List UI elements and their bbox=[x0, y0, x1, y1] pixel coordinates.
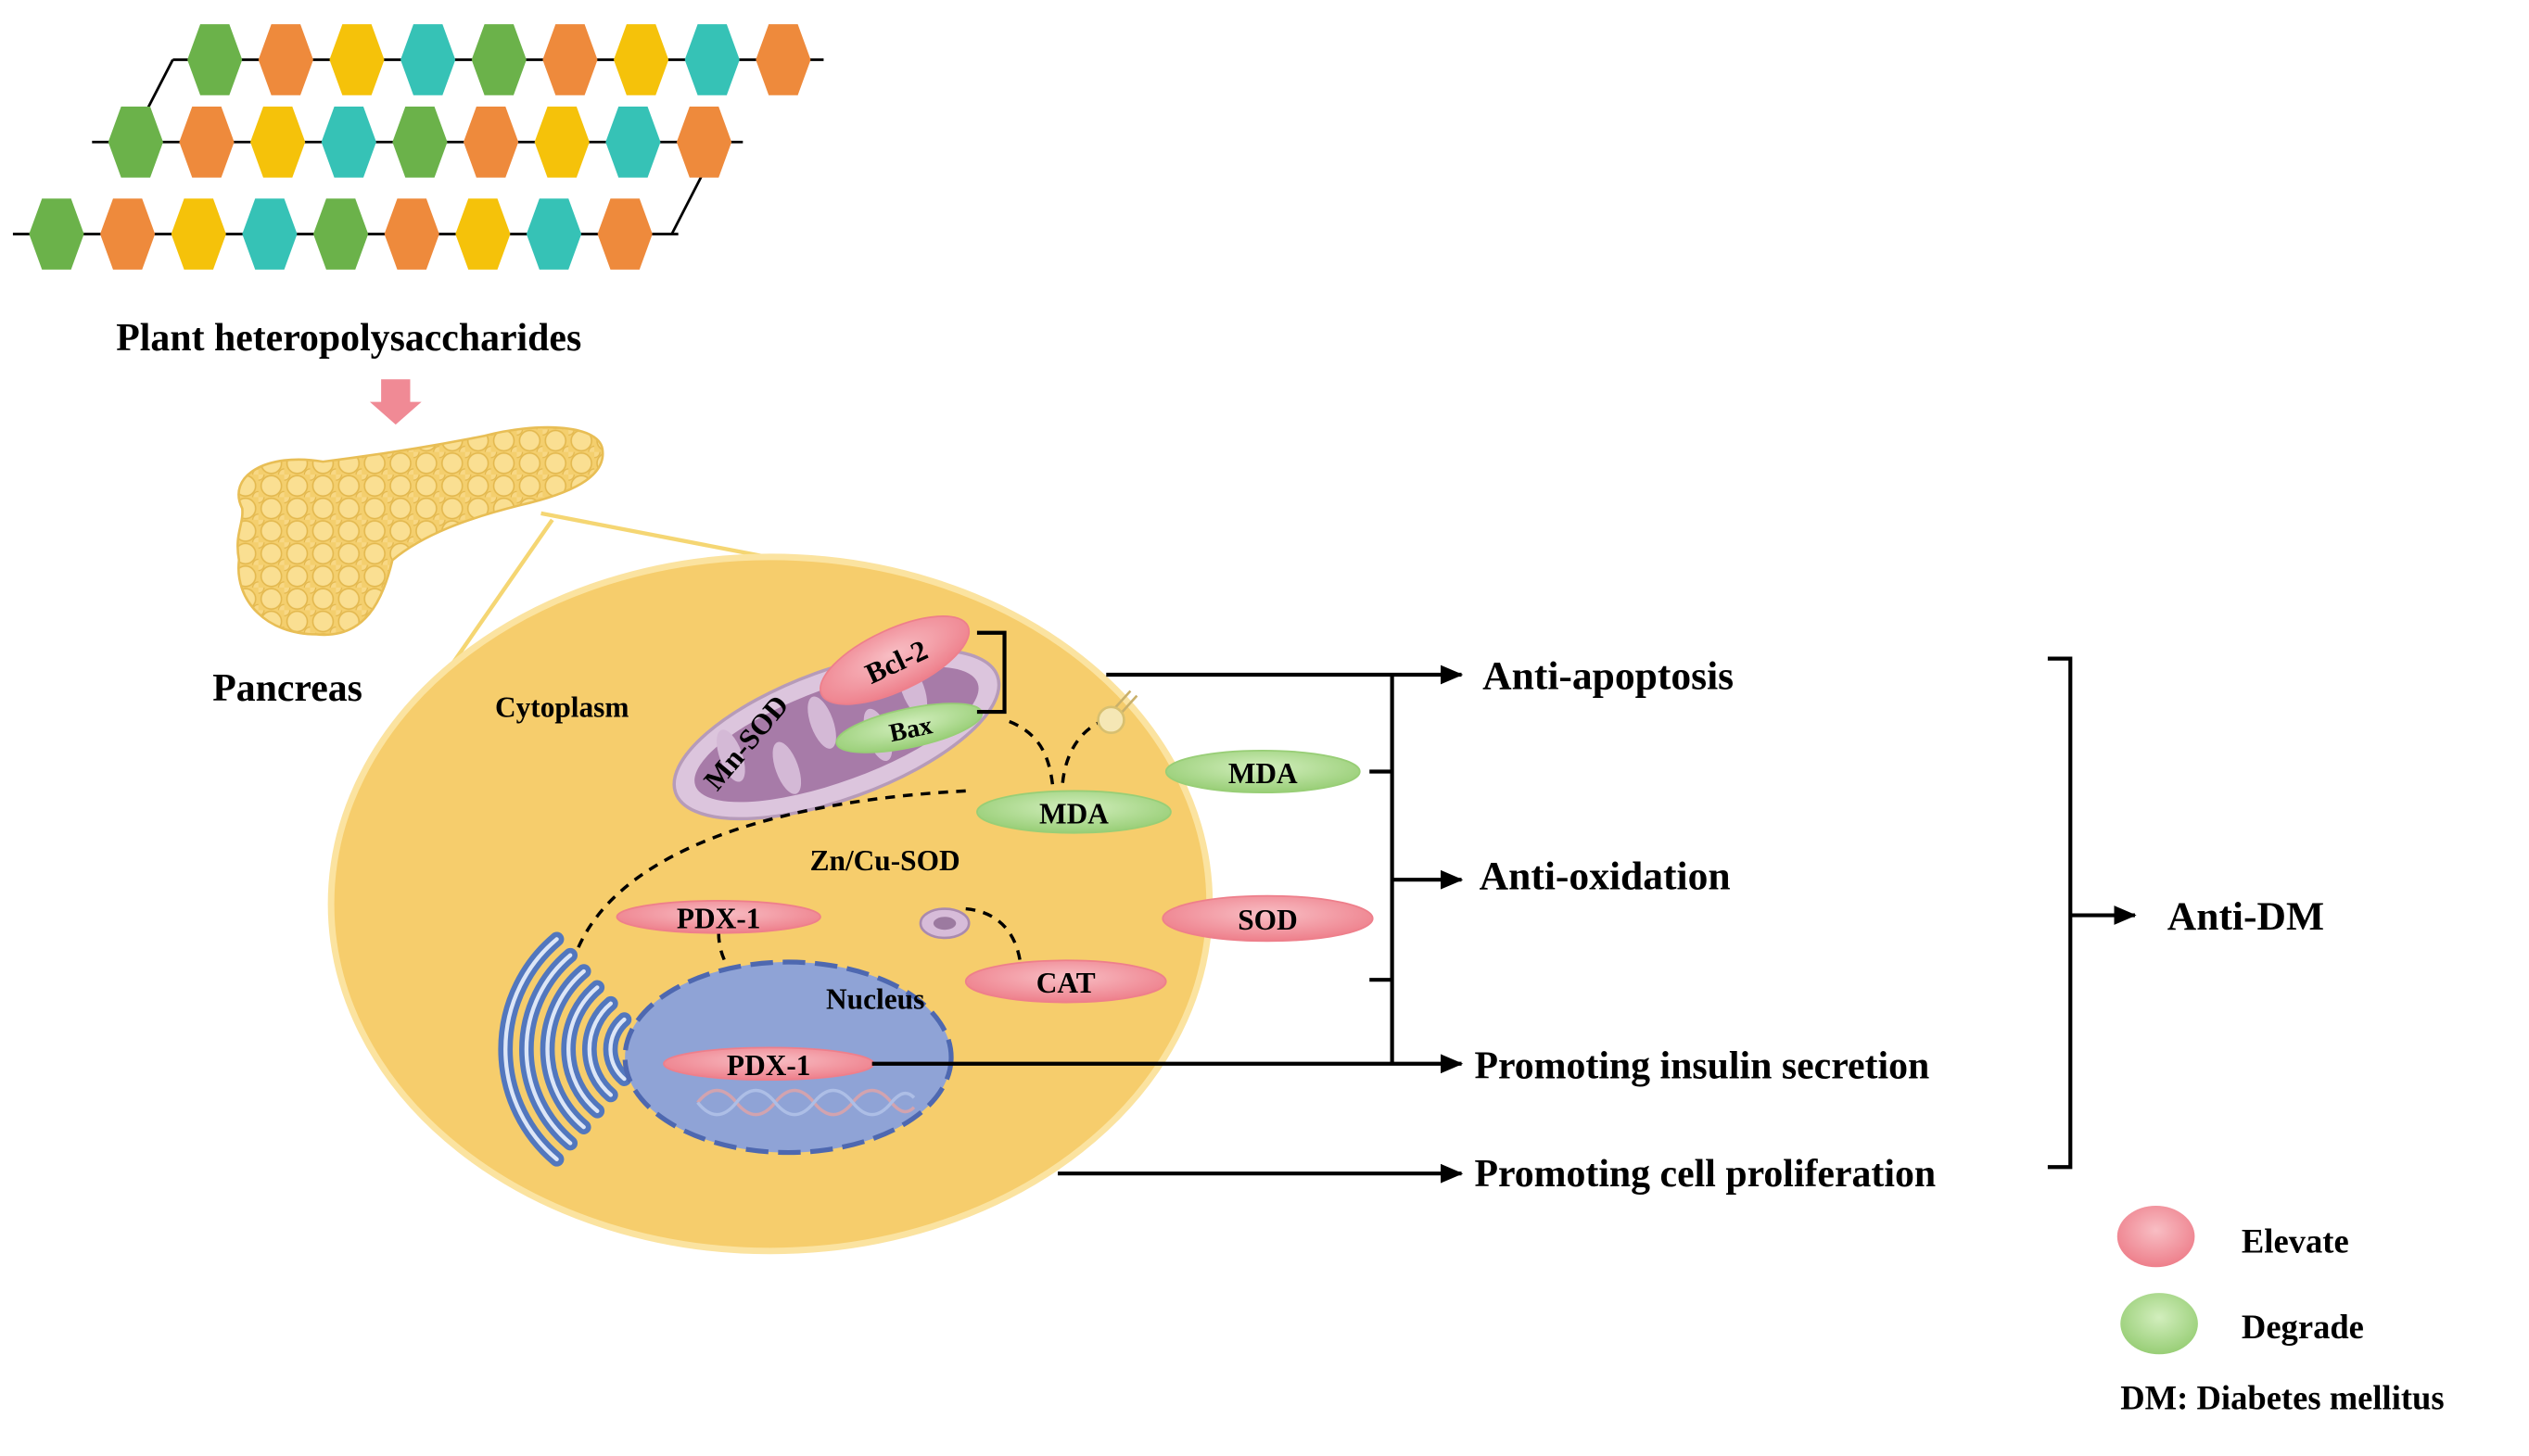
zn-cu-sod-label: Zn/Cu-SOD bbox=[810, 844, 960, 877]
hexagon-green bbox=[29, 198, 84, 270]
hexagon-yellow bbox=[534, 106, 590, 178]
hexagon-teal bbox=[526, 198, 582, 270]
mda-outer-marker bbox=[1164, 750, 1361, 794]
sod-marker bbox=[1162, 894, 1374, 943]
hexagon-yellow bbox=[250, 106, 306, 178]
pancreas-icon bbox=[236, 425, 604, 637]
legend-abbreviation: DM: Diabetes mellitus bbox=[2120, 1378, 2444, 1416]
cytoplasm-label: Cytoplasm bbox=[495, 690, 629, 723]
hexagon-orange bbox=[179, 106, 235, 178]
hexagon-orange bbox=[756, 24, 811, 95]
pdx-1-nucleus-label: PDX-1 bbox=[727, 1049, 811, 1082]
zoom-line-top bbox=[540, 511, 776, 561]
crista bbox=[807, 696, 836, 749]
hexagon-teal bbox=[684, 24, 740, 95]
mitochondrion bbox=[672, 648, 1001, 821]
crista bbox=[772, 741, 802, 794]
title: Plant heteropolysaccharides bbox=[116, 317, 581, 360]
legend-elevate-label: Elevate bbox=[2242, 1222, 2349, 1260]
er-lumen bbox=[524, 953, 573, 1146]
down-arrow-icon bbox=[369, 379, 422, 425]
legend-degrade-label: Degrade bbox=[2242, 1308, 2364, 1346]
crista bbox=[717, 729, 745, 782]
dna-strand bbox=[696, 1088, 916, 1117]
chain-link-1 bbox=[144, 58, 174, 114]
hexagon-green bbox=[187, 24, 243, 95]
er-lumen bbox=[503, 937, 559, 1162]
er-lumen bbox=[587, 1001, 614, 1097]
membrane-vesicle bbox=[1097, 690, 1138, 735]
hexagon-yellow bbox=[171, 198, 226, 270]
hexagon-yellow bbox=[613, 24, 669, 95]
vesicle-inner bbox=[933, 917, 957, 931]
legend-degrade-swatch bbox=[2120, 1293, 2198, 1355]
hexagon-yellow bbox=[455, 198, 511, 270]
mito-bracket bbox=[976, 630, 1007, 715]
dashed-link-mda-er bbox=[571, 789, 966, 961]
hexagon-orange bbox=[100, 198, 156, 270]
er-lumen bbox=[566, 985, 600, 1113]
dna-helix-icon bbox=[696, 1088, 916, 1117]
anti-dm-label: Anti-DM bbox=[2167, 894, 2324, 939]
endoplasmic-reticulum bbox=[498, 931, 632, 1167]
dashed-link-vesicle-cat bbox=[965, 906, 1023, 966]
mda-outer-label: MDA bbox=[1228, 757, 1298, 790]
dashed-link-mda-vesicle bbox=[1061, 719, 1102, 783]
hexagon-orange bbox=[384, 198, 439, 270]
er-lumen bbox=[608, 1017, 627, 1082]
outcome-bracket bbox=[2047, 656, 2073, 1170]
cat-label: CAT bbox=[1036, 967, 1096, 999]
hexagon-yellow bbox=[329, 24, 385, 95]
vesicle-pin bbox=[1119, 694, 1138, 715]
pdx-1-cytoplasm-marker bbox=[616, 899, 821, 934]
anti-oxidation-label: Anti-oxidation bbox=[1480, 855, 1731, 899]
hexagon-orange bbox=[542, 24, 598, 95]
hexagon-orange bbox=[463, 106, 519, 178]
insulin-secretion-label: Promoting insulin secretion bbox=[1474, 1045, 1929, 1087]
nucleus-label: Nucleus bbox=[826, 983, 924, 1016]
hexagon-orange bbox=[597, 198, 653, 270]
mda-inner-label: MDA bbox=[1039, 797, 1109, 829]
hexagon-green bbox=[471, 24, 527, 95]
legend-elevate-swatch bbox=[2116, 1206, 2195, 1268]
vesicle-pin bbox=[1113, 690, 1132, 710]
er-lumen bbox=[545, 969, 586, 1130]
vesicle-body bbox=[1097, 705, 1125, 735]
cat-marker bbox=[964, 959, 1167, 1004]
hexagon-teal bbox=[605, 106, 661, 178]
cytoplasm-vesicle bbox=[919, 907, 971, 940]
dashed-link-bracket-mda bbox=[1009, 719, 1055, 789]
hexagon-teal bbox=[400, 24, 456, 95]
hexagon-orange bbox=[258, 24, 313, 95]
polysaccharide-chains bbox=[12, 24, 824, 270]
pancreas-label: Pancreas bbox=[212, 667, 362, 710]
hexagon-orange bbox=[676, 106, 732, 178]
hexagon-green bbox=[108, 106, 163, 178]
hexagon-teal bbox=[242, 198, 298, 270]
hexagon-teal bbox=[321, 106, 376, 178]
cell-proliferation-label: Promoting cell proliferation bbox=[1474, 1153, 1936, 1196]
bcl-2-marker bbox=[820, 615, 971, 705]
oxidation-bracket bbox=[1369, 769, 1392, 982]
hexagon-green bbox=[392, 106, 448, 178]
pdx-1-cytoplasm-label: PDX-1 bbox=[677, 903, 761, 935]
mda-inner-marker bbox=[976, 790, 1172, 834]
chain-link-2 bbox=[670, 170, 705, 235]
hexagon-green bbox=[312, 198, 369, 270]
anti-apoptosis-label: Anti-apoptosis bbox=[1482, 654, 1734, 699]
sod-label: SOD bbox=[1238, 904, 1297, 936]
